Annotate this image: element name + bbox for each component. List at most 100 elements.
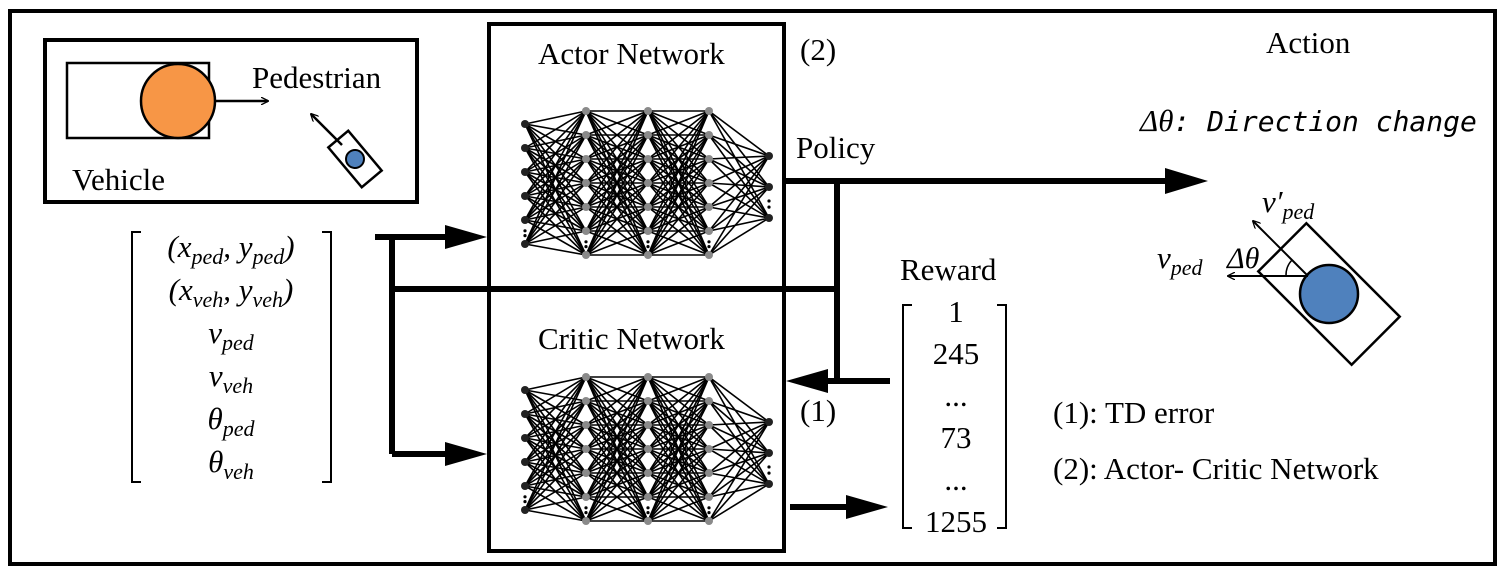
net-node	[765, 418, 773, 426]
net-edge	[524, 243, 587, 256]
pedestrian-small	[326, 128, 384, 190]
legend-item-2: (2): Actor- Critic Network	[1053, 451, 1379, 486]
net-node	[644, 421, 652, 429]
critic-neural-net	[521, 373, 773, 525]
net-node	[582, 203, 590, 211]
net-node	[582, 421, 590, 429]
net-node	[765, 480, 773, 488]
net-edge	[708, 155, 770, 160]
net-edge	[585, 110, 649, 136]
angle-arc	[1285, 259, 1293, 277]
net-edge	[647, 110, 710, 232]
net-ellipsis-dot	[767, 465, 771, 469]
net-node	[582, 131, 590, 139]
net-edge	[708, 217, 770, 232]
pedestrian-large	[1256, 221, 1402, 367]
reward-value: 245	[933, 336, 980, 371]
net-node	[582, 373, 590, 381]
net-edge	[708, 186, 770, 208]
net-edge	[708, 421, 770, 450]
net-node	[521, 192, 529, 200]
net-edge	[708, 134, 770, 188]
net-edge	[708, 376, 770, 454]
net-node	[705, 179, 713, 187]
net-edge	[524, 376, 587, 415]
net-edge	[585, 134, 649, 256]
net-edge	[647, 424, 710, 522]
net-edge	[708, 448, 770, 485]
net-edge	[647, 448, 710, 522]
net-node	[644, 203, 652, 211]
net-node	[765, 183, 773, 191]
net-edge	[708, 421, 770, 498]
net-edge	[524, 110, 587, 197]
net-edge	[524, 110, 587, 221]
reward-value: ...	[944, 462, 967, 497]
net-edge	[647, 496, 710, 522]
net-edge	[647, 376, 710, 498]
net-edge	[647, 472, 710, 522]
label-2: (2)	[800, 32, 836, 67]
net-node	[644, 397, 652, 405]
state-row: θveh	[208, 444, 254, 484]
net-edge	[708, 400, 770, 454]
net-ellipsis-dot	[584, 506, 588, 510]
action-description: Δθ: Direction change	[1138, 103, 1477, 138]
connectors	[375, 168, 1208, 519]
net-edge	[524, 472, 587, 511]
reward-value: 1255	[925, 504, 987, 539]
net-edge	[708, 421, 770, 522]
net-node	[521, 386, 529, 394]
net-edge	[647, 376, 710, 450]
net-node	[705, 421, 713, 429]
net-edge	[708, 483, 770, 522]
scene-box: Pedestrian Vehicle	[43, 38, 419, 204]
net-node	[705, 203, 713, 211]
net-edge	[524, 509, 587, 522]
net-node	[582, 227, 590, 235]
actor-network-title: Actor Network	[538, 36, 725, 71]
state-row: θped	[208, 401, 256, 441]
net-node	[582, 251, 590, 259]
net-edge	[708, 421, 770, 426]
net-ellipsis-dot	[707, 245, 711, 249]
net-edge	[585, 230, 649, 256]
net-edge	[647, 376, 710, 522]
action-panel: Action Δθ: Direction change v′ped vped Δ…	[1138, 25, 1477, 367]
net-node	[521, 434, 529, 442]
net-edge	[708, 110, 770, 219]
net-edge	[585, 472, 649, 522]
net-edge	[585, 376, 649, 402]
net-edge	[585, 400, 649, 522]
net-edge	[524, 134, 587, 245]
net-node	[644, 517, 652, 525]
pedestrian-label: Pedestrian	[252, 60, 382, 95]
net-node	[705, 397, 713, 405]
net-ellipsis-dot	[646, 506, 650, 510]
net-edge	[647, 110, 710, 160]
net-edge	[708, 448, 770, 454]
net-edge	[585, 376, 649, 498]
net-ellipsis-dot	[767, 471, 771, 475]
net-edge	[708, 452, 770, 522]
net-node	[644, 107, 652, 115]
actor-neural-net	[521, 107, 773, 259]
policy-label: Policy	[796, 130, 876, 165]
net-edge	[647, 134, 710, 256]
net-edge	[708, 206, 770, 219]
net-edge	[708, 155, 770, 256]
net-edge	[647, 110, 710, 208]
net-edge	[708, 452, 770, 474]
net-edge	[524, 400, 587, 511]
net-edge	[708, 134, 770, 157]
net-edge	[524, 110, 587, 125]
net-edge	[524, 424, 587, 511]
net-node	[644, 493, 652, 501]
net-edge	[524, 448, 587, 511]
net-node	[644, 155, 652, 163]
net-edge	[647, 376, 710, 474]
net-edge	[708, 110, 770, 157]
net-node	[521, 506, 529, 514]
net-node	[582, 155, 590, 163]
